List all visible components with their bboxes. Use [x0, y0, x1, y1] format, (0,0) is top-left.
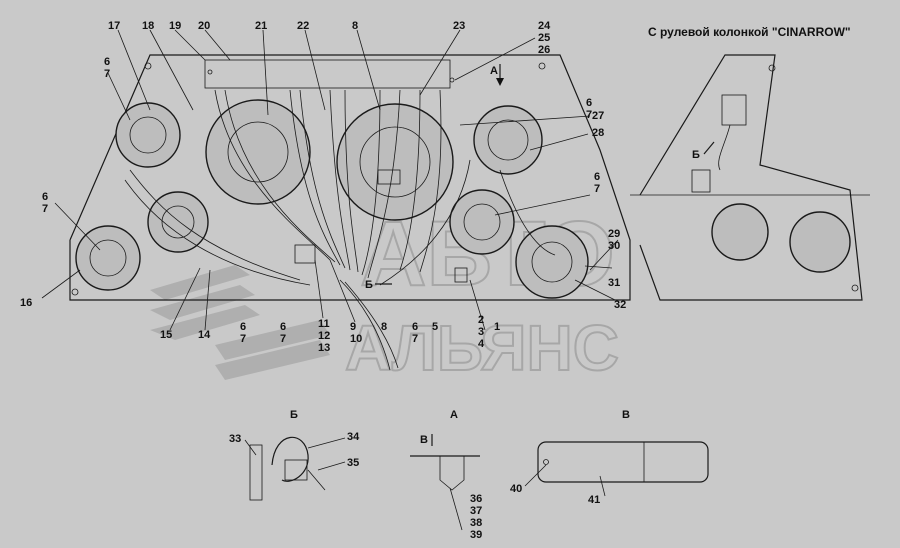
- callout-19: 19: [169, 20, 181, 32]
- callout-36: 36: [470, 493, 482, 505]
- callout-27: 27: [592, 110, 604, 122]
- callout-22: 22: [297, 20, 309, 32]
- arrow-label-a: А: [490, 65, 498, 77]
- callout-35: 35: [347, 457, 359, 469]
- callout-20: 20: [198, 20, 210, 32]
- callout-26: 26: [538, 44, 550, 56]
- detail-view-a: А: [410, 409, 480, 531]
- callout-18: 18: [142, 20, 154, 32]
- callout-2: 2: [478, 314, 484, 326]
- callout-7-bottom-b: 7: [280, 333, 286, 345]
- callout-8-top: 8: [352, 20, 358, 32]
- steering-column-view: [630, 54, 870, 301]
- detail-view-v: В: [537, 409, 709, 483]
- callout-5: 5: [432, 321, 438, 333]
- gauge-21: [205, 99, 311, 205]
- arrow-label-b: Б: [365, 279, 373, 291]
- callout-11: 11: [318, 318, 330, 330]
- diagram-title: С рулевой колонкой "CINARROW": [648, 25, 851, 39]
- arrow-label-v: В: [420, 434, 428, 446]
- callout-7-right: 7: [586, 109, 592, 121]
- callout-40: 40: [510, 483, 522, 495]
- wire-harness: [124, 89, 556, 371]
- callout-7-left: 7: [42, 203, 48, 215]
- leader-lines: [41, 29, 619, 497]
- callout-13: 13: [318, 342, 330, 354]
- callout-25: 25: [538, 32, 550, 44]
- callout-6-bottom-b: 6: [280, 321, 286, 333]
- gauge-31: [515, 225, 589, 299]
- callout-4: 4: [478, 338, 485, 350]
- dashboard-panel: [69, 54, 631, 301]
- callout-7-bottom-c: 7: [412, 333, 418, 345]
- view-title-b: Б: [290, 409, 298, 421]
- callout-6-right: 6: [586, 97, 592, 109]
- gauge-1: [449, 189, 515, 255]
- callout-7-topleft: 7: [104, 68, 110, 80]
- callout-30: 30: [608, 240, 620, 252]
- callout-34: 34: [347, 431, 360, 443]
- callout-15: 15: [160, 329, 172, 341]
- callout-1: 1: [494, 321, 500, 333]
- callout-37: 37: [470, 505, 482, 517]
- callout-7-midright: 7: [594, 183, 600, 195]
- gauge-28: [473, 105, 543, 175]
- callout-41: 41: [588, 494, 600, 506]
- callout-31: 31: [608, 277, 620, 289]
- callout-24: 24: [538, 20, 551, 32]
- callout-21: 21: [255, 20, 267, 32]
- callout-8-bottom: 8: [381, 321, 387, 333]
- view-title-v: В: [622, 409, 630, 421]
- arrow-label-b-small: Б: [692, 149, 700, 161]
- callout-14: 14: [198, 329, 211, 341]
- callout-9: 9: [350, 321, 356, 333]
- callout-33: 33: [229, 433, 241, 445]
- detail-view-b: Б: [249, 409, 326, 501]
- callout-38: 38: [470, 517, 482, 529]
- callouts: 17 18 19 20 21 22 8 23 24 25 26 6 7 27 6…: [20, 20, 626, 541]
- callout-3: 3: [478, 326, 484, 338]
- callout-29: 29: [608, 228, 620, 240]
- callout-6-topleft: 6: [104, 56, 110, 68]
- callout-6-midright: 6: [594, 171, 600, 183]
- watermark-logo: [150, 265, 330, 380]
- callout-23: 23: [453, 20, 465, 32]
- callout-12: 12: [318, 330, 330, 342]
- view-title-a: А: [450, 409, 458, 421]
- callout-6-left: 6: [42, 191, 48, 203]
- callout-28: 28: [592, 127, 604, 139]
- arrow-indicators: А Б Б В: [365, 64, 715, 446]
- gauge-16: [75, 225, 141, 291]
- gauge-8: [336, 103, 454, 221]
- callout-6-bottom-c: 6: [412, 321, 418, 333]
- callout-10: 10: [350, 333, 362, 345]
- callout-7-bottom-a: 7: [240, 333, 246, 345]
- gauge-17: [115, 102, 181, 168]
- callout-16: 16: [20, 297, 32, 309]
- callout-39: 39: [470, 529, 482, 541]
- callout-17: 17: [108, 20, 120, 32]
- callout-6-bottom-a: 6: [240, 321, 246, 333]
- callout-32: 32: [614, 299, 626, 311]
